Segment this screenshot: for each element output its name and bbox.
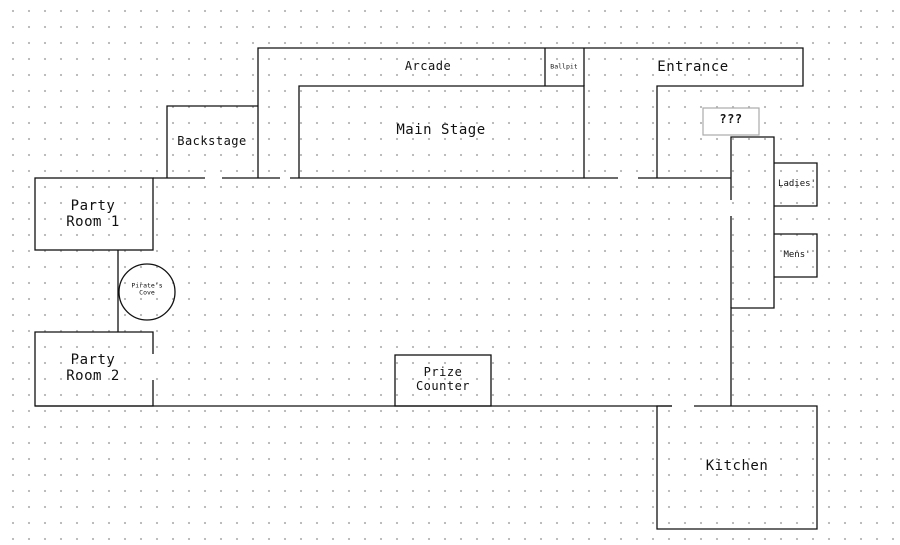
pirates-cove-wall [118, 263, 176, 321]
ladies-room-label: Ladies' [778, 178, 816, 189]
main-stage-label: Main Stage [396, 121, 486, 138]
kitchen-wall [656, 405, 818, 530]
entrance-label: Entrance [657, 58, 729, 75]
prize-counter-wall [394, 354, 492, 407]
party-room-1-label: Party Room 1 [66, 197, 120, 230]
restroom-corridor-wall [730, 136, 775, 406]
arcade-label: Arcade [404, 59, 452, 74]
unknown-room-label: ??? [719, 112, 743, 127]
party-room-1-wall [34, 177, 154, 251]
arcade-wall [257, 47, 804, 178]
backstage-wall [166, 105, 258, 178]
pirates-cove-label: Pirate's Cove [131, 281, 163, 297]
party-room-2-wall [34, 331, 154, 407]
prize-counter-label: Prize Counter [415, 365, 471, 393]
backstage-label: Backstage [177, 134, 247, 149]
kitchen-label: Kitchen [705, 457, 769, 474]
mens-room-wall [774, 233, 818, 278]
ladies-room-wall [774, 162, 818, 207]
ballpit-label: Ballpit [550, 62, 578, 71]
mens-room-label: Mens' [783, 249, 811, 260]
party-room-2-label: Party Room 2 [66, 351, 120, 384]
unknown-room-box [702, 107, 760, 136]
main-stage-wall [298, 85, 585, 178]
